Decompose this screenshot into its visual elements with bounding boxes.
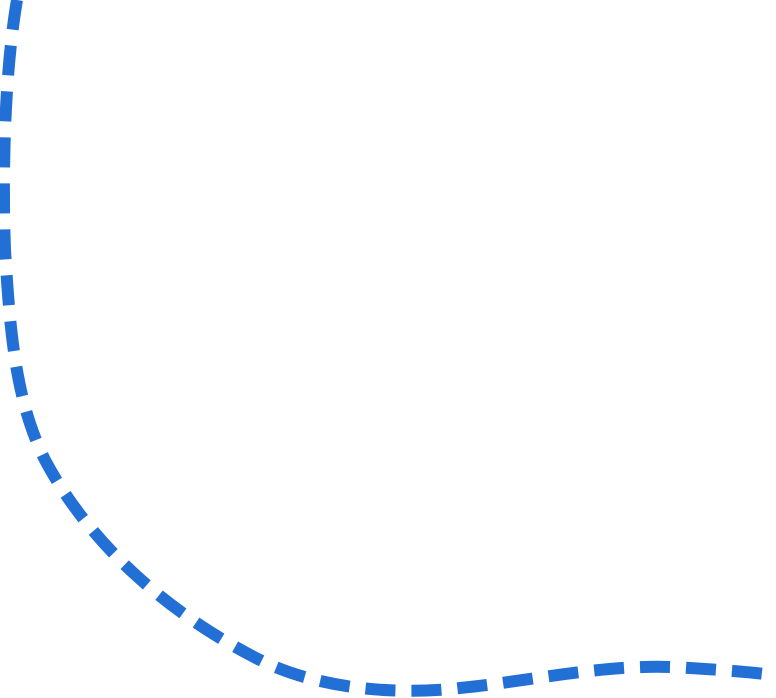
canvas	[0, 0, 776, 698]
dashed-curve-line	[0, 0, 776, 697]
decorative-curve-graphic	[0, 0, 776, 697]
